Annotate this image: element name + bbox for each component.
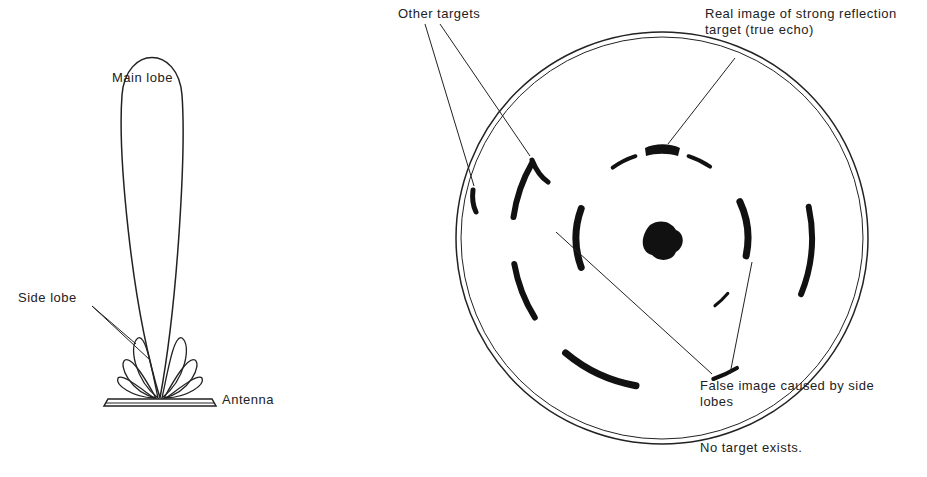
callout-label: Other targets — [398, 6, 480, 22]
echo-arc — [613, 156, 636, 167]
lobe-label: Side lobe — [18, 290, 77, 306]
lobe-label: Main lobe — [112, 70, 173, 86]
target-echo — [473, 190, 476, 212]
echo-arc — [514, 264, 535, 318]
echo-arc — [740, 202, 748, 256]
leader-line — [668, 58, 735, 144]
leader-line — [556, 232, 712, 374]
leader-line — [92, 306, 150, 360]
echo-arc — [689, 156, 711, 167]
own-ship-blob — [643, 221, 683, 260]
target-echo — [532, 160, 548, 182]
echo-arc — [713, 368, 737, 379]
echo-arc — [801, 207, 812, 294]
true-echo — [645, 144, 680, 156]
part-label: Antenna — [222, 392, 274, 408]
leader-line — [425, 24, 474, 186]
echo-arc — [514, 163, 533, 217]
echo-arcs — [514, 156, 812, 386]
callout-label: False image caused by side lobes — [700, 378, 910, 410]
echo-arc — [566, 353, 636, 386]
callout-label: Real image of strong reflection target (… — [705, 6, 917, 38]
antenna — [104, 399, 216, 406]
leader-line — [730, 262, 752, 374]
echo-arc — [576, 209, 581, 268]
side-lobes — [118, 338, 203, 398]
echo-arc — [715, 293, 728, 306]
leader-line — [440, 24, 530, 156]
note-text: No target exists. — [700, 440, 802, 456]
